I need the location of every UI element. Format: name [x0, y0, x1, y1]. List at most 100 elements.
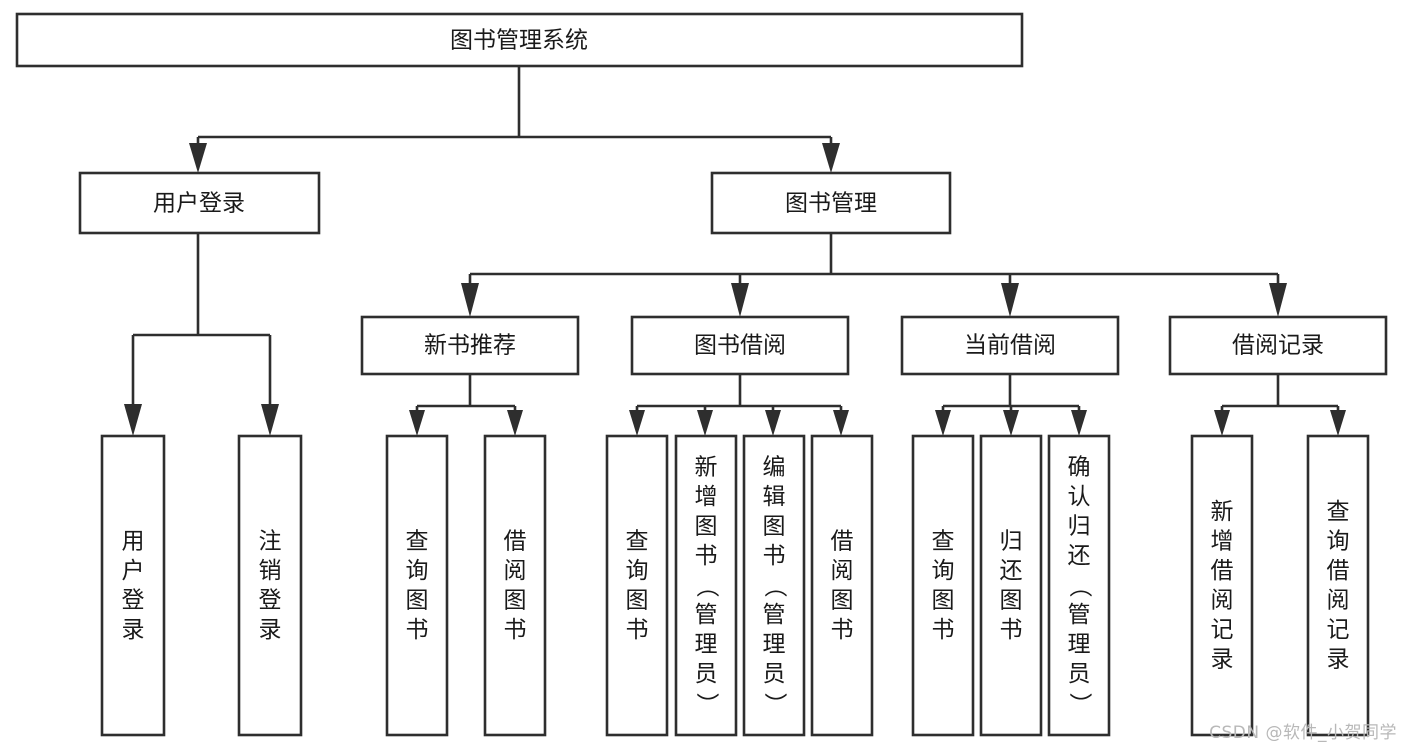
- arrow-to-leaf-user-login: [124, 404, 142, 436]
- arrow-root-to-book-manage: [822, 143, 840, 173]
- vertical-glyph: 新: [695, 455, 718, 481]
- vertical-glyph: 录: [259, 617, 282, 643]
- vertical-glyph: 增: [1211, 528, 1234, 554]
- vertical-glyph: 查: [406, 528, 429, 554]
- node-leaf-query-record-box[interactable]: [1306, 434, 1370, 737]
- vertical-glyph: 图: [1000, 587, 1023, 613]
- vertical-glyph: 辑: [763, 484, 786, 510]
- node-user-login-box[interactable]: [78, 171, 321, 235]
- vertical-glyph: 图: [932, 587, 955, 613]
- node-leaf-edit-book-box[interactable]: [742, 434, 806, 737]
- node-leaf-borrow-book-2-box[interactable]: [810, 434, 874, 737]
- arrow-to-leaf-borrow-book-1: [507, 410, 523, 436]
- node-current-borrow-label: 当前借阅: [964, 333, 1056, 359]
- vertical-glyph: 员: [695, 661, 718, 687]
- vertical-glyph: 还: [1068, 543, 1091, 569]
- arrow-to-leaf-query-book-3: [935, 410, 951, 436]
- vertical-glyph: 录: [1327, 646, 1350, 672]
- arrow-to-leaf-query-record: [1330, 410, 1346, 436]
- node-user-login-label: 用户登录: [153, 191, 245, 217]
- vertical-glyph: 新: [1211, 499, 1234, 525]
- vertical-glyph: 书: [932, 617, 955, 643]
- node-root-box[interactable]: [15, 12, 1024, 68]
- node-leaf-user-login-box[interactable]: [100, 434, 166, 737]
- arrow-to-leaf-user-logout: [261, 404, 279, 436]
- node-current-borrow[interactable]: 当前借阅: [900, 315, 1120, 376]
- vertical-glyph: 阅: [1211, 587, 1234, 613]
- vertical-glyph: ）: [762, 693, 788, 716]
- node-book-borrow[interactable]: 图书借阅: [630, 315, 850, 376]
- vertical-glyph: 阅: [1327, 587, 1350, 613]
- node-leaf-query-book-3-box[interactable]: [911, 434, 975, 737]
- arrow-to-leaf-confirm-return: [1071, 410, 1087, 436]
- vertical-glyph: 阅: [504, 558, 527, 584]
- node-new-book-recommend-label: 新书推荐: [424, 333, 516, 359]
- vertical-glyph: 还: [1000, 558, 1023, 584]
- node-book-borrow-box[interactable]: [630, 315, 850, 376]
- vertical-glyph: 书: [504, 617, 527, 643]
- node-root[interactable]: 图书管理系统: [15, 12, 1024, 68]
- vertical-glyph: 书: [406, 617, 429, 643]
- node-book-manage-box[interactable]: [710, 171, 952, 235]
- node-book-manage-label: 图书管理: [785, 191, 877, 217]
- node-leaf-user-logout-box[interactable]: [237, 434, 303, 737]
- arrow-to-borrow-record: [1269, 283, 1287, 317]
- node-borrow-record-box[interactable]: [1168, 315, 1388, 376]
- vertical-glyph: 查: [626, 528, 649, 554]
- vertical-glyph: （: [1067, 575, 1093, 598]
- arrow-to-leaf-edit-book: [765, 410, 781, 436]
- vertical-glyph: 确: [1068, 455, 1091, 481]
- vertical-glyph: 记: [1327, 617, 1350, 643]
- node-leaf-add-book-box[interactable]: [674, 434, 738, 737]
- vertical-glyph: 查: [932, 528, 955, 554]
- vertical-glyph: 书: [1000, 617, 1023, 643]
- vertical-glyph: 借: [1211, 558, 1234, 584]
- vertical-glyph: 询: [932, 558, 955, 584]
- node-leaf-borrow-book-1-box[interactable]: [483, 434, 547, 737]
- node-borrow-record[interactable]: 借阅记录: [1168, 315, 1388, 376]
- vertical-glyph: 询: [626, 558, 649, 584]
- arrow-to-new-book-recommend: [461, 283, 479, 317]
- vertical-glyph: 理: [695, 632, 718, 658]
- arrow-root-to-user-login: [189, 143, 207, 173]
- arrow-to-leaf-add-record: [1214, 410, 1230, 436]
- node-current-borrow-box[interactable]: [900, 315, 1120, 376]
- node-leaf-user-login[interactable]: 用户登录: [100, 434, 166, 737]
- vertical-glyph: 询: [406, 558, 429, 584]
- arrow-to-leaf-add-book: [697, 410, 713, 436]
- node-leaf-query-book-1-box[interactable]: [385, 434, 449, 737]
- vertical-glyph: 登: [122, 587, 145, 613]
- node-user-login[interactable]: 用户登录: [78, 171, 321, 235]
- vertical-glyph: 书: [626, 617, 649, 643]
- node-leaf-return-book-box[interactable]: [979, 434, 1043, 737]
- arrow-to-leaf-query-book-1: [409, 410, 425, 436]
- vertical-glyph: 图: [831, 587, 854, 613]
- node-new-book-recommend[interactable]: 新书推荐: [360, 315, 580, 376]
- vertical-glyph: 增: [695, 484, 718, 510]
- node-leaf-query-book-2-box[interactable]: [605, 434, 669, 737]
- vertical-glyph: 员: [763, 661, 786, 687]
- vertical-glyph: 用: [122, 528, 145, 554]
- node-new-book-recommend-box[interactable]: [360, 315, 580, 376]
- node-leaf-add-record-box[interactable]: [1190, 434, 1254, 737]
- vertical-glyph: 询: [1327, 528, 1350, 554]
- vertical-glyph: ）: [694, 693, 720, 716]
- node-book-manage[interactable]: 图书管理: [710, 171, 952, 235]
- connector-layer: [124, 66, 1346, 436]
- csdn-watermark: CSDN @软件_小贺同学: [1209, 723, 1397, 743]
- node-leaf-confirm-return-box[interactable]: [1047, 434, 1111, 737]
- vertical-glyph: 图: [695, 514, 718, 540]
